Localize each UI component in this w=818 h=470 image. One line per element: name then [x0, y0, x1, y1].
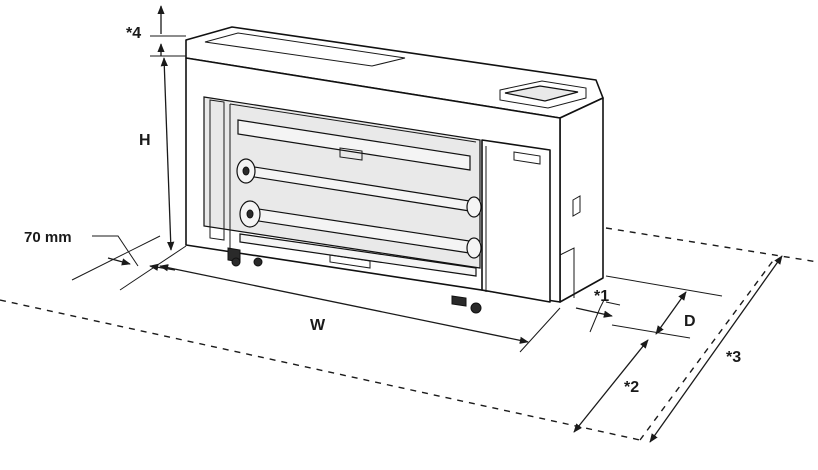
- label-note-2: *2: [624, 379, 639, 396]
- dimension-lines: [71, 5, 783, 443]
- label-width: W: [310, 317, 326, 334]
- label-depth: D: [684, 313, 696, 330]
- label-height: H: [139, 132, 151, 149]
- label-note-1: *1: [594, 288, 609, 305]
- label-gap-70mm: 70 mm: [24, 229, 72, 246]
- label-note-3: *3: [726, 349, 741, 366]
- printer-illustration: [185, 26, 604, 314]
- label-note-4: *4: [126, 25, 141, 42]
